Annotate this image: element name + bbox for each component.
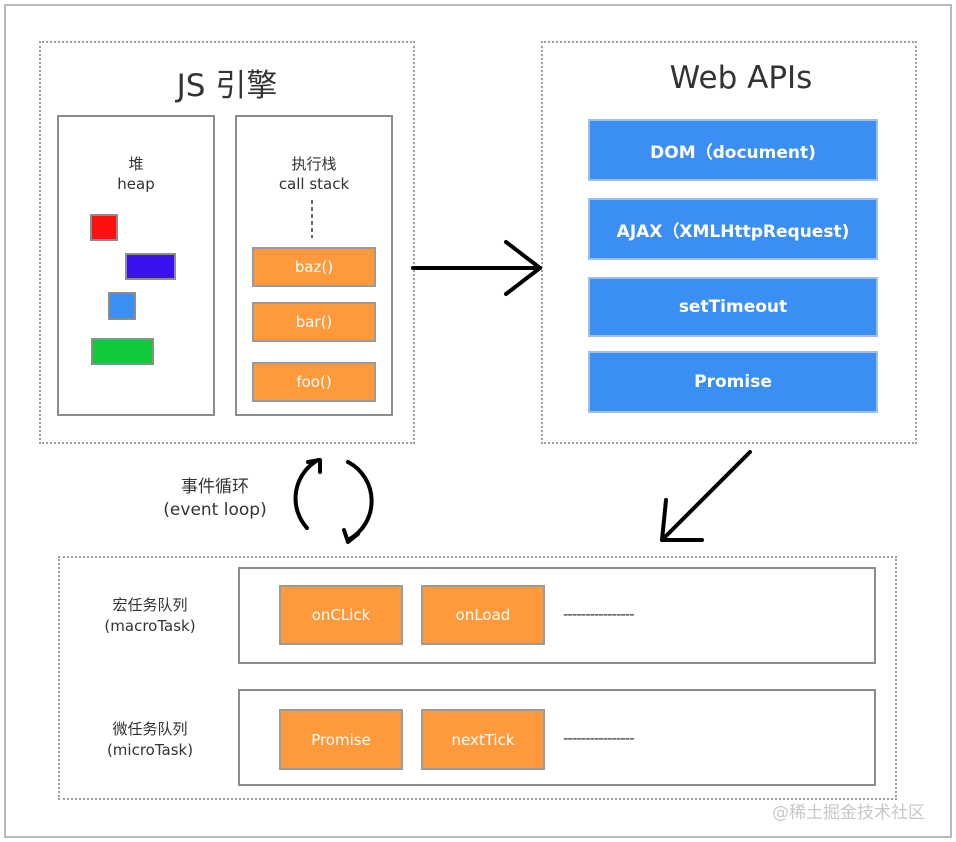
call-stack-label-en: call stack <box>278 175 350 193</box>
call-stack-label-cn: 执行栈 <box>291 155 337 173</box>
js-engine-container <box>39 41 415 444</box>
stack-frame-foo: foo() <box>252 362 376 402</box>
outer-frame <box>4 4 952 838</box>
stack-frame-bar: bar() <box>252 302 376 342</box>
web-api-promise: Promise <box>588 351 878 413</box>
web-api-dom: DOM（document) <box>588 119 878 181</box>
micro-task-nexttick: nextTick <box>421 709 545 770</box>
watermark: @稀土掘金技术社区 <box>772 803 925 823</box>
event-loop-label-cn: 事件循环 <box>181 477 249 497</box>
heap-block-blue <box>108 292 136 320</box>
micro-queue-label-en: (microTask) <box>106 741 194 759</box>
micro-queue-ellipsis: ---------------- <box>563 729 635 747</box>
macro-queue-ellipsis: ---------------- <box>563 605 635 623</box>
js-engine-title: JS 引擎 <box>176 68 278 104</box>
task-queues-container <box>58 556 897 800</box>
web-api-settimeout: setTimeout <box>588 277 878 337</box>
macro-task-onload: onLoad <box>421 585 545 645</box>
web-apis-container <box>541 41 917 444</box>
macro-task-onclick: onCLick <box>279 585 403 645</box>
web-apis-title: Web APIs <box>669 60 813 96</box>
micro-task-promise: Promise <box>279 709 403 770</box>
heap-block-red <box>90 214 118 241</box>
event-loop-icon <box>293 458 374 544</box>
heap-block-purple <box>125 253 176 280</box>
engine-to-webapis-arrow <box>411 240 542 296</box>
heap-label-en: heap <box>117 175 155 193</box>
heap-block-green <box>91 338 154 365</box>
micro-queue-label-cn: 微任务队列 <box>112 720 188 738</box>
macro-queue-label-en: (macroTask) <box>104 617 196 635</box>
web-api-ajax: AJAX（XMLHttpRequest) <box>588 198 878 260</box>
macro-queue-label-cn: 宏任务队列 <box>112 596 188 614</box>
webapis-to-queue-arrow <box>660 450 752 542</box>
heap-label-cn: 堆 <box>128 155 144 173</box>
event-loop-label-en: (event loop) <box>163 500 267 520</box>
stack-frame-baz: baz() <box>252 247 376 287</box>
